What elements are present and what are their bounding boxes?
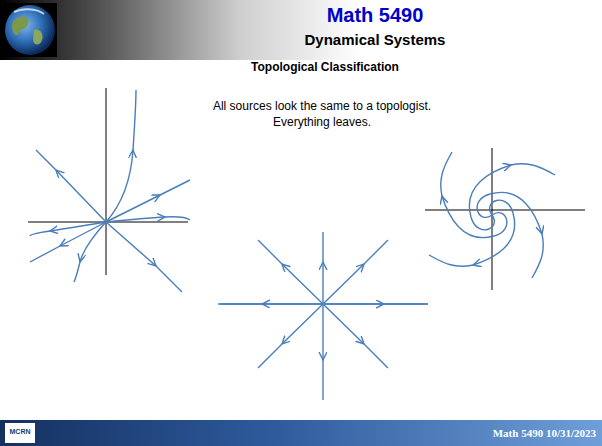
- slide-note: All sources look the same to a topologis…: [192, 98, 452, 130]
- footer-text: Math 5490 10/31/2023: [420, 427, 596, 439]
- slide-subtitle: Dynamical Systems: [250, 31, 500, 48]
- section-heading: Topological Classification: [200, 60, 450, 74]
- header-band: [0, 0, 602, 60]
- logo-text: MCRN: [5, 428, 35, 435]
- globe-logo: [3, 3, 57, 57]
- slide-title: Math 5490: [250, 4, 500, 27]
- logo-box: [5, 423, 35, 443]
- source-portraits: [28, 88, 585, 400]
